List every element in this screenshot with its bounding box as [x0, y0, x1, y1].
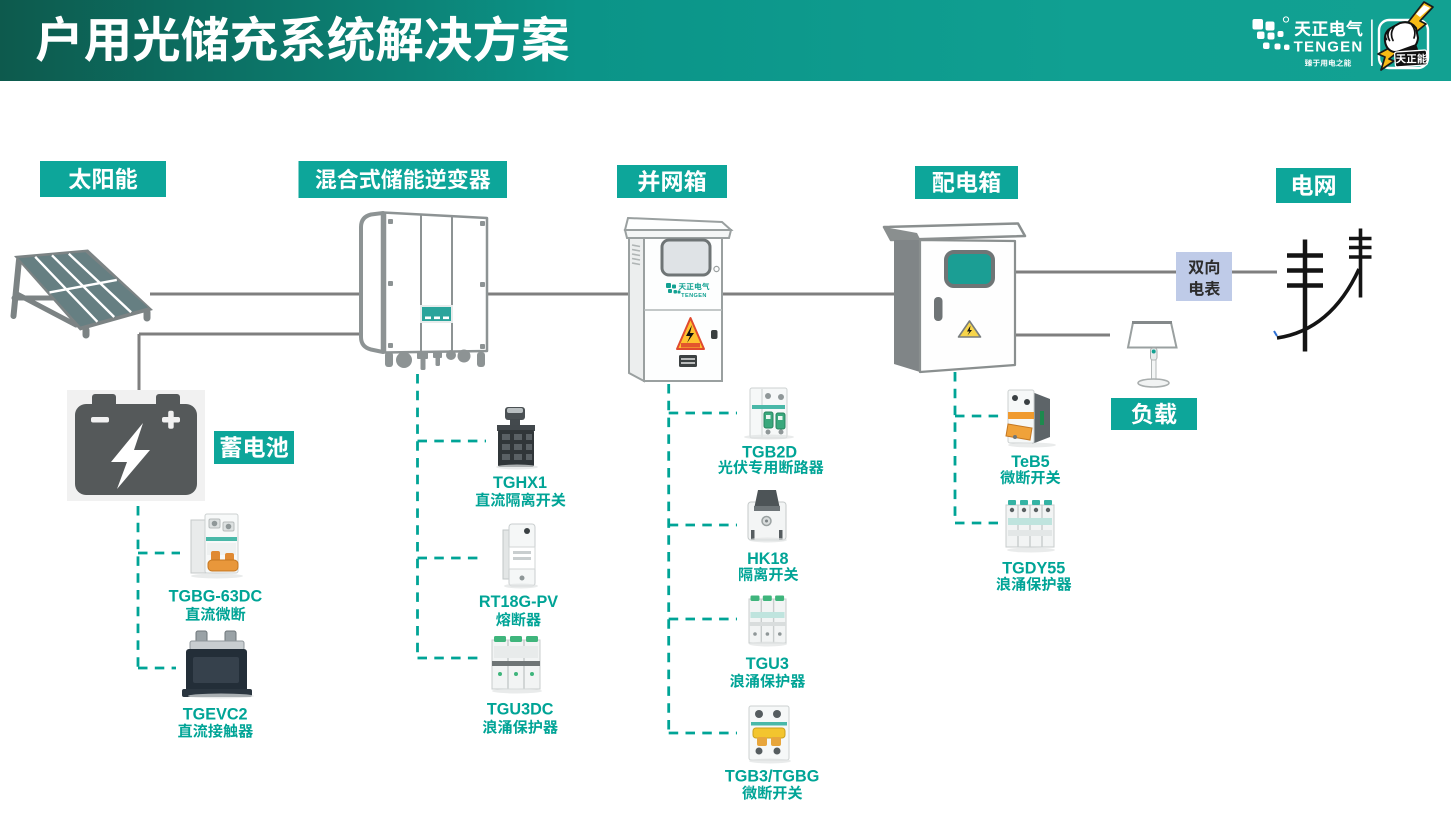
- svg-text:TENGEN: TENGEN: [681, 293, 707, 299]
- svg-text:TGU3: TGU3: [746, 655, 789, 673]
- svg-text:HK18: HK18: [747, 550, 788, 568]
- svg-text:TGBG-63DC: TGBG-63DC: [169, 588, 263, 606]
- svg-text:TGHX1: TGHX1: [493, 474, 547, 492]
- svg-text:TGEVC2: TGEVC2: [183, 706, 248, 724]
- svg-text:TGB2D: TGB2D: [742, 444, 797, 462]
- svg-text:RT18G-PV: RT18G-PV: [479, 593, 558, 611]
- svg-text:TeB5: TeB5: [1011, 453, 1049, 471]
- svg-text:TGU3DC: TGU3DC: [487, 701, 554, 719]
- svg-text:TENGEN: TENGEN: [1294, 39, 1364, 56]
- svg-text:TGB3/TGBG: TGB3/TGBG: [725, 768, 819, 786]
- svg-text:TGDY55: TGDY55: [1002, 560, 1065, 578]
